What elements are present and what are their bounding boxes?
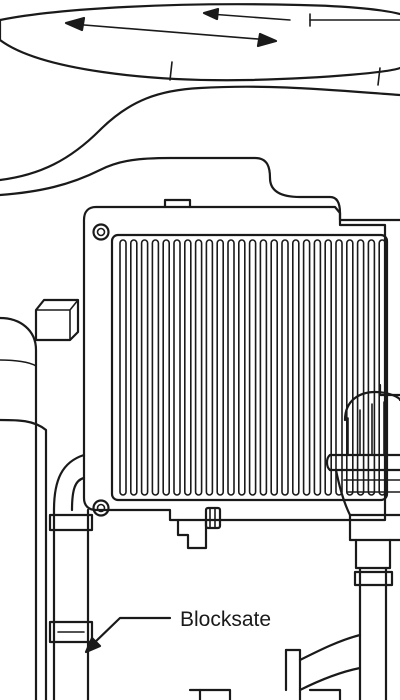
radiator-fin — [227, 239, 235, 496]
radiator-fin — [205, 239, 214, 496]
bottom-fittings — [188, 633, 362, 700]
left-sensor-box — [34, 298, 80, 342]
left-cylinder — [0, 316, 48, 700]
coolant-pipe — [48, 453, 94, 700]
radiator-fin — [194, 239, 203, 496]
mount-bolt-bottom — [92, 499, 110, 517]
radiator-fin — [130, 239, 138, 496]
radiator-fin — [291, 239, 300, 496]
radiator-fin — [367, 239, 376, 496]
radiator-fin — [238, 239, 246, 496]
radiator-fin — [378, 239, 387, 496]
radiator-fin — [313, 239, 322, 496]
radiator-shroud — [0, 85, 400, 222]
radiator-fin — [151, 239, 160, 496]
mount-bolt-top — [92, 223, 110, 241]
radiator-fin — [302, 239, 311, 496]
drain-valve — [176, 506, 222, 550]
radiator-fin — [248, 239, 257, 496]
radiator-fin — [184, 239, 192, 496]
radiator-fin — [281, 239, 289, 496]
ring-arrows — [64, 7, 291, 48]
radiator-fin — [335, 239, 343, 496]
radiator-fin — [356, 239, 365, 496]
callout-label: Blocksate — [180, 608, 271, 631]
radiator-fin — [119, 239, 127, 496]
radiator-fin — [173, 239, 181, 496]
radiator-fin — [162, 239, 170, 496]
radiator-fins — [119, 239, 387, 496]
radiator-fin — [140, 239, 149, 496]
radiator-fin — [324, 239, 333, 496]
radiator-fin — [216, 239, 224, 496]
blocksate-callout: Blocksate — [84, 608, 271, 654]
pump-assembly — [325, 383, 400, 700]
radiator-fin — [345, 239, 354, 496]
top-ring — [0, 3, 400, 86]
radiator — [82, 198, 389, 522]
radiator-fin — [270, 239, 279, 496]
radiator-fin — [259, 239, 268, 496]
